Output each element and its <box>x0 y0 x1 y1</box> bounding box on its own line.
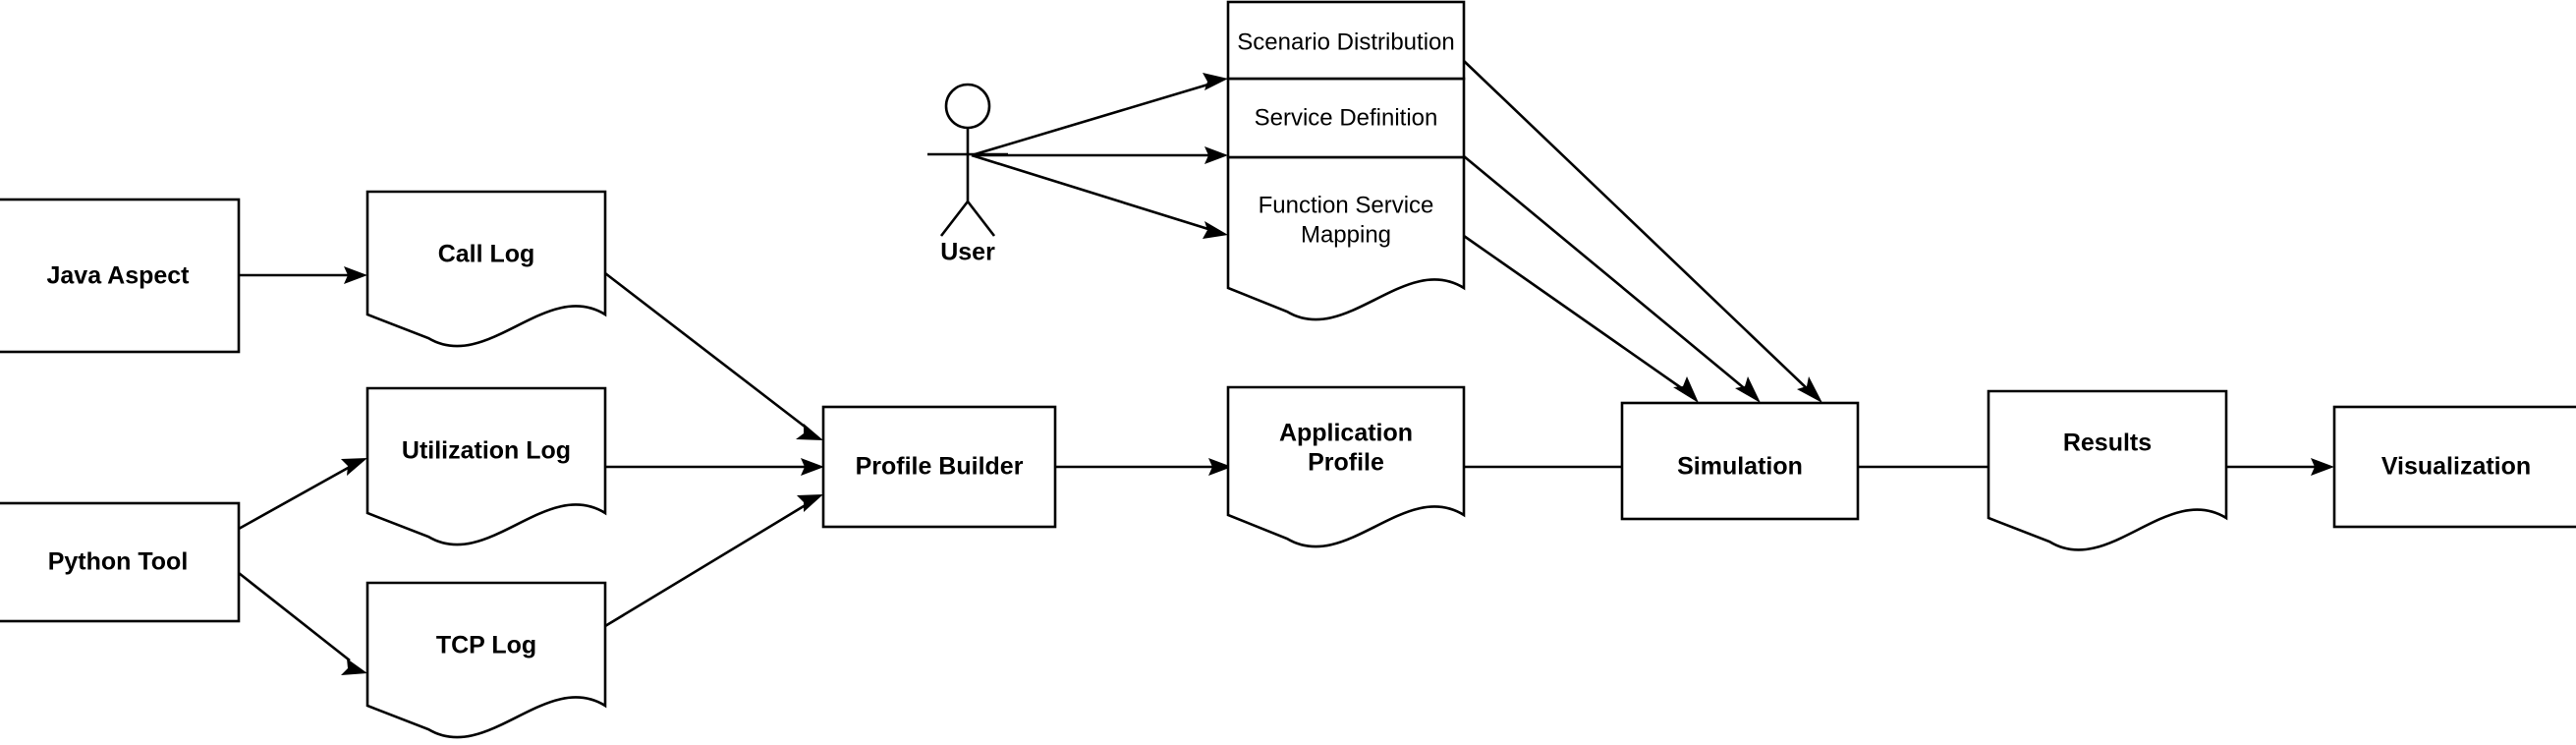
node-application-profile-label-line1: Application <box>1279 420 1413 447</box>
node-utilization-log[interactable]: Utilization Log <box>365 386 607 546</box>
edge-user-to-function-service-mapping <box>971 153 1228 239</box>
node-results-label: Results <box>2063 430 2152 457</box>
node-java-aspect[interactable]: Java Aspect <box>0 198 241 354</box>
node-application-profile[interactable]: Application Profile <box>1226 385 1466 548</box>
edge-profile-builder-to-application-profile <box>1055 458 1232 476</box>
edge-call-log-to-profile-builder <box>604 271 823 440</box>
node-scenario-distribution[interactable]: Scenario Distribution <box>1226 0 1466 81</box>
node-scenario-distribution-label: Scenario Distribution <box>1237 29 1454 55</box>
node-visualization-label: Visualization <box>2381 453 2531 481</box>
node-user[interactable]: User <box>927 83 1008 266</box>
node-utilization-log-label: Utilization Log <box>402 437 571 465</box>
edge-scenario-distribution-to-simulation <box>1463 60 1822 403</box>
edge-python-tool-to-tcp-log <box>238 571 367 675</box>
node-profile-builder[interactable]: Profile Builder <box>821 405 1057 529</box>
node-service-definition-label: Service Definition <box>1255 104 1438 131</box>
node-tcp-log[interactable]: TCP Log <box>365 581 607 739</box>
node-function-service-mapping-label-line1: Function Service <box>1259 192 1434 218</box>
edge-utilization-log-to-profile-builder <box>605 458 824 476</box>
edge-user-to-scenario-distribution <box>971 73 1228 157</box>
edge-user-to-service-definition <box>972 146 1228 164</box>
node-python-tool[interactable]: Python Tool <box>0 501 241 623</box>
node-python-tool-label: Python Tool <box>48 548 189 576</box>
node-function-service-mapping-label-line2: Mapping <box>1301 221 1391 248</box>
node-java-aspect-label: Java Aspect <box>47 262 191 290</box>
user-head-icon <box>944 83 991 130</box>
node-profile-builder-label: Profile Builder <box>856 453 1024 481</box>
node-results[interactable]: Results <box>1987 389 2228 551</box>
node-visualization[interactable]: Visualization <box>2332 405 2576 529</box>
edge-results-to-visualization <box>2226 458 2334 476</box>
node-application-profile-label-line2: Profile <box>1308 449 1384 477</box>
node-function-service-mapping[interactable]: Function Service Mapping <box>1226 155 1466 321</box>
user-right-leg-icon <box>966 201 996 237</box>
node-simulation[interactable]: Simulation <box>1620 401 1860 521</box>
node-tcp-log-label: TCP Log <box>436 632 536 659</box>
edge-tcp-log-to-profile-builder <box>604 494 823 628</box>
edge-service-definition-to-simulation <box>1463 154 1761 403</box>
node-service-definition[interactable]: Service Definition <box>1226 77 1466 159</box>
node-user-label: User <box>940 239 995 266</box>
node-call-log[interactable]: Call Log <box>365 190 607 348</box>
node-simulation-label: Simulation <box>1677 453 1803 481</box>
edge-function-service-mapping-to-simulation <box>1463 234 1699 403</box>
edge-java-aspect-to-call-log <box>239 266 367 284</box>
node-call-log-label: Call Log <box>438 241 535 268</box>
user-left-leg-icon <box>939 201 970 237</box>
edge-python-tool-to-utilization-log <box>238 458 367 531</box>
